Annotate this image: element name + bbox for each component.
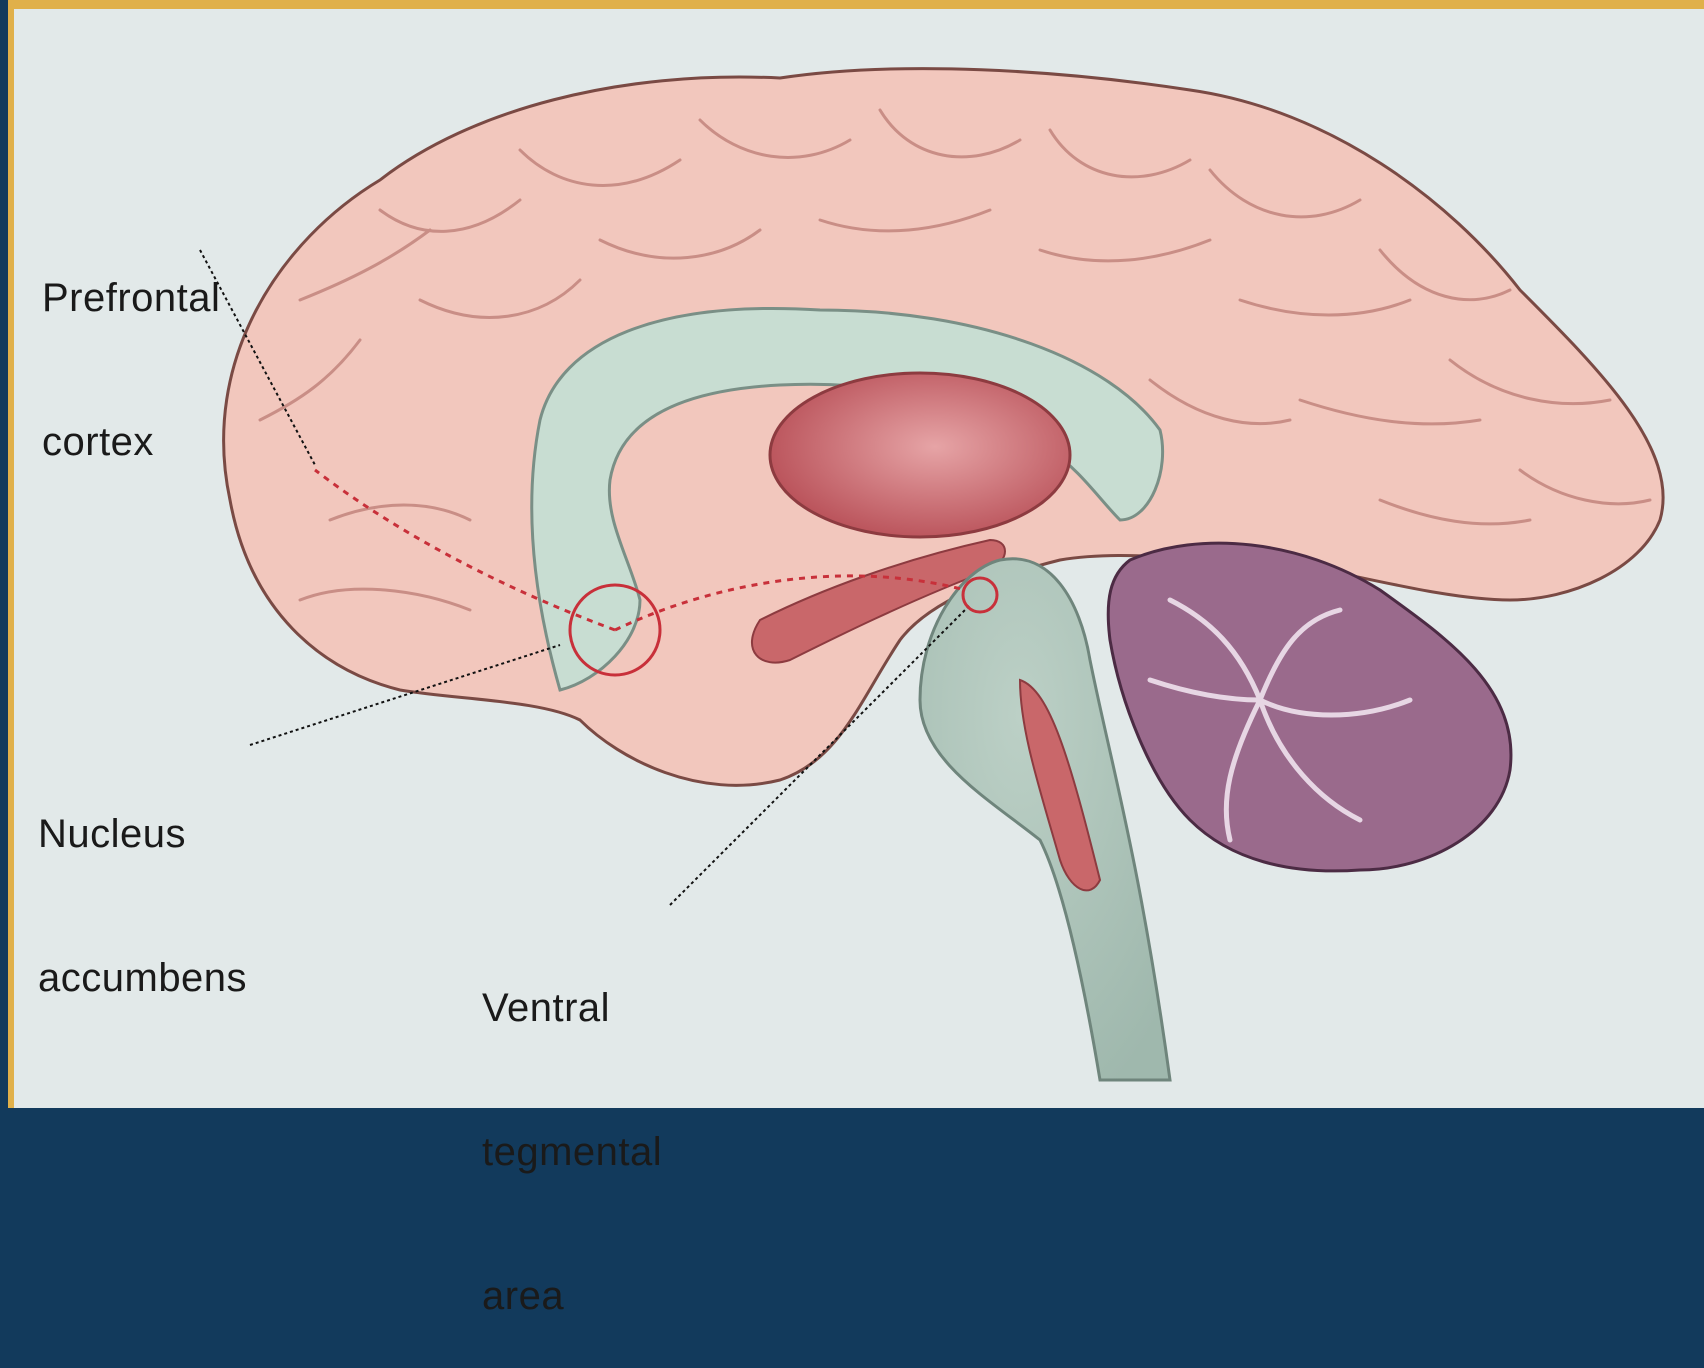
label-nucleus-line1: Nucleus bbox=[38, 810, 247, 858]
label-prefrontal-cortex: Prefrontal cortex bbox=[42, 178, 220, 514]
label-vta-line2: tegmental bbox=[482, 1128, 662, 1176]
label-nucleus-accumbens: Nucleus accumbens bbox=[38, 714, 247, 1050]
label-nucleus-line2: accumbens bbox=[38, 954, 247, 1002]
label-vta-line3: area bbox=[482, 1272, 662, 1320]
thalamus bbox=[770, 373, 1070, 537]
label-prefrontal-line1: Prefrontal bbox=[42, 274, 220, 322]
label-prefrontal-line2: cortex bbox=[42, 418, 220, 466]
brain-diagram bbox=[0, 0, 1704, 1108]
label-ventral-tegmental-area: Ventral tegmental area bbox=[482, 888, 662, 1368]
label-vta-line1: Ventral bbox=[482, 984, 662, 1032]
